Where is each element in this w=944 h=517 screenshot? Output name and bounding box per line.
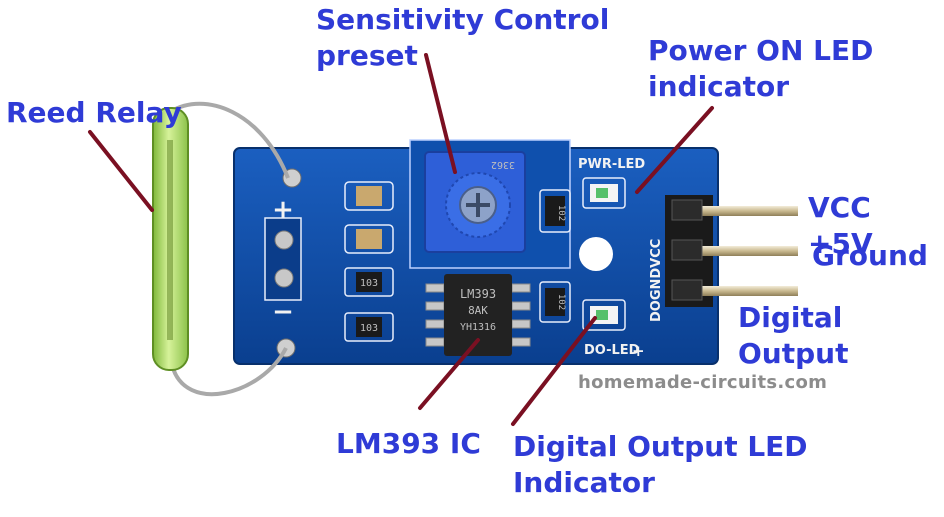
silk-minus: − xyxy=(272,297,294,327)
label-digital-output: Digital Output xyxy=(738,301,849,370)
power-led xyxy=(582,177,626,209)
label-do-led: Digital Output LED Indicator xyxy=(513,430,808,499)
lm393-ic-package: LM393 8AK YH1316 xyxy=(425,274,531,356)
reed-relay-component xyxy=(152,101,290,397)
digital-output-led xyxy=(582,299,626,331)
label-power-led: Power ON LED indicator xyxy=(648,34,874,103)
mounting-hole xyxy=(579,237,613,271)
smd-capacitors xyxy=(344,181,394,254)
chip-marking-3: YH1316 xyxy=(460,322,496,333)
chip-marking-2: 8AK xyxy=(468,304,488,317)
pointer-power-led xyxy=(635,106,714,194)
pointer-lm393 xyxy=(418,338,480,410)
label-vcc: VCC +5V xyxy=(808,191,873,260)
label-ground: Ground xyxy=(812,239,928,272)
silk-do-led: DO-LED xyxy=(584,343,640,358)
silk-pin-labels: DOGNDVCC xyxy=(649,239,664,322)
pointer-do-led xyxy=(511,316,597,426)
r3-code: 102 xyxy=(556,205,566,221)
label-sensitivity-control: Sensitivity Control preset xyxy=(316,3,610,72)
smd-resistors: 103 103 102 102 xyxy=(344,189,571,342)
pot-code: 3362 xyxy=(491,159,515,170)
pointer-sensitivity xyxy=(424,53,457,174)
label-reed-relay: Reed Relay xyxy=(6,96,182,129)
pointer-reed-relay xyxy=(88,130,154,212)
watermark: homemade-circuits.com xyxy=(578,372,828,393)
header-pins xyxy=(665,195,798,307)
r2-code: 103 xyxy=(360,323,378,334)
r4-code: 102 xyxy=(556,294,566,310)
r1-code: 103 xyxy=(360,278,378,289)
potentiometer: 3362 xyxy=(424,151,526,253)
label-lm393: LM393 IC xyxy=(336,427,481,460)
pointer-lines xyxy=(88,53,714,426)
silk-do-plus: + xyxy=(632,342,645,360)
silk-pwr-led: PWR-LED xyxy=(578,157,645,172)
chip-marking-1: LM393 xyxy=(460,287,496,301)
